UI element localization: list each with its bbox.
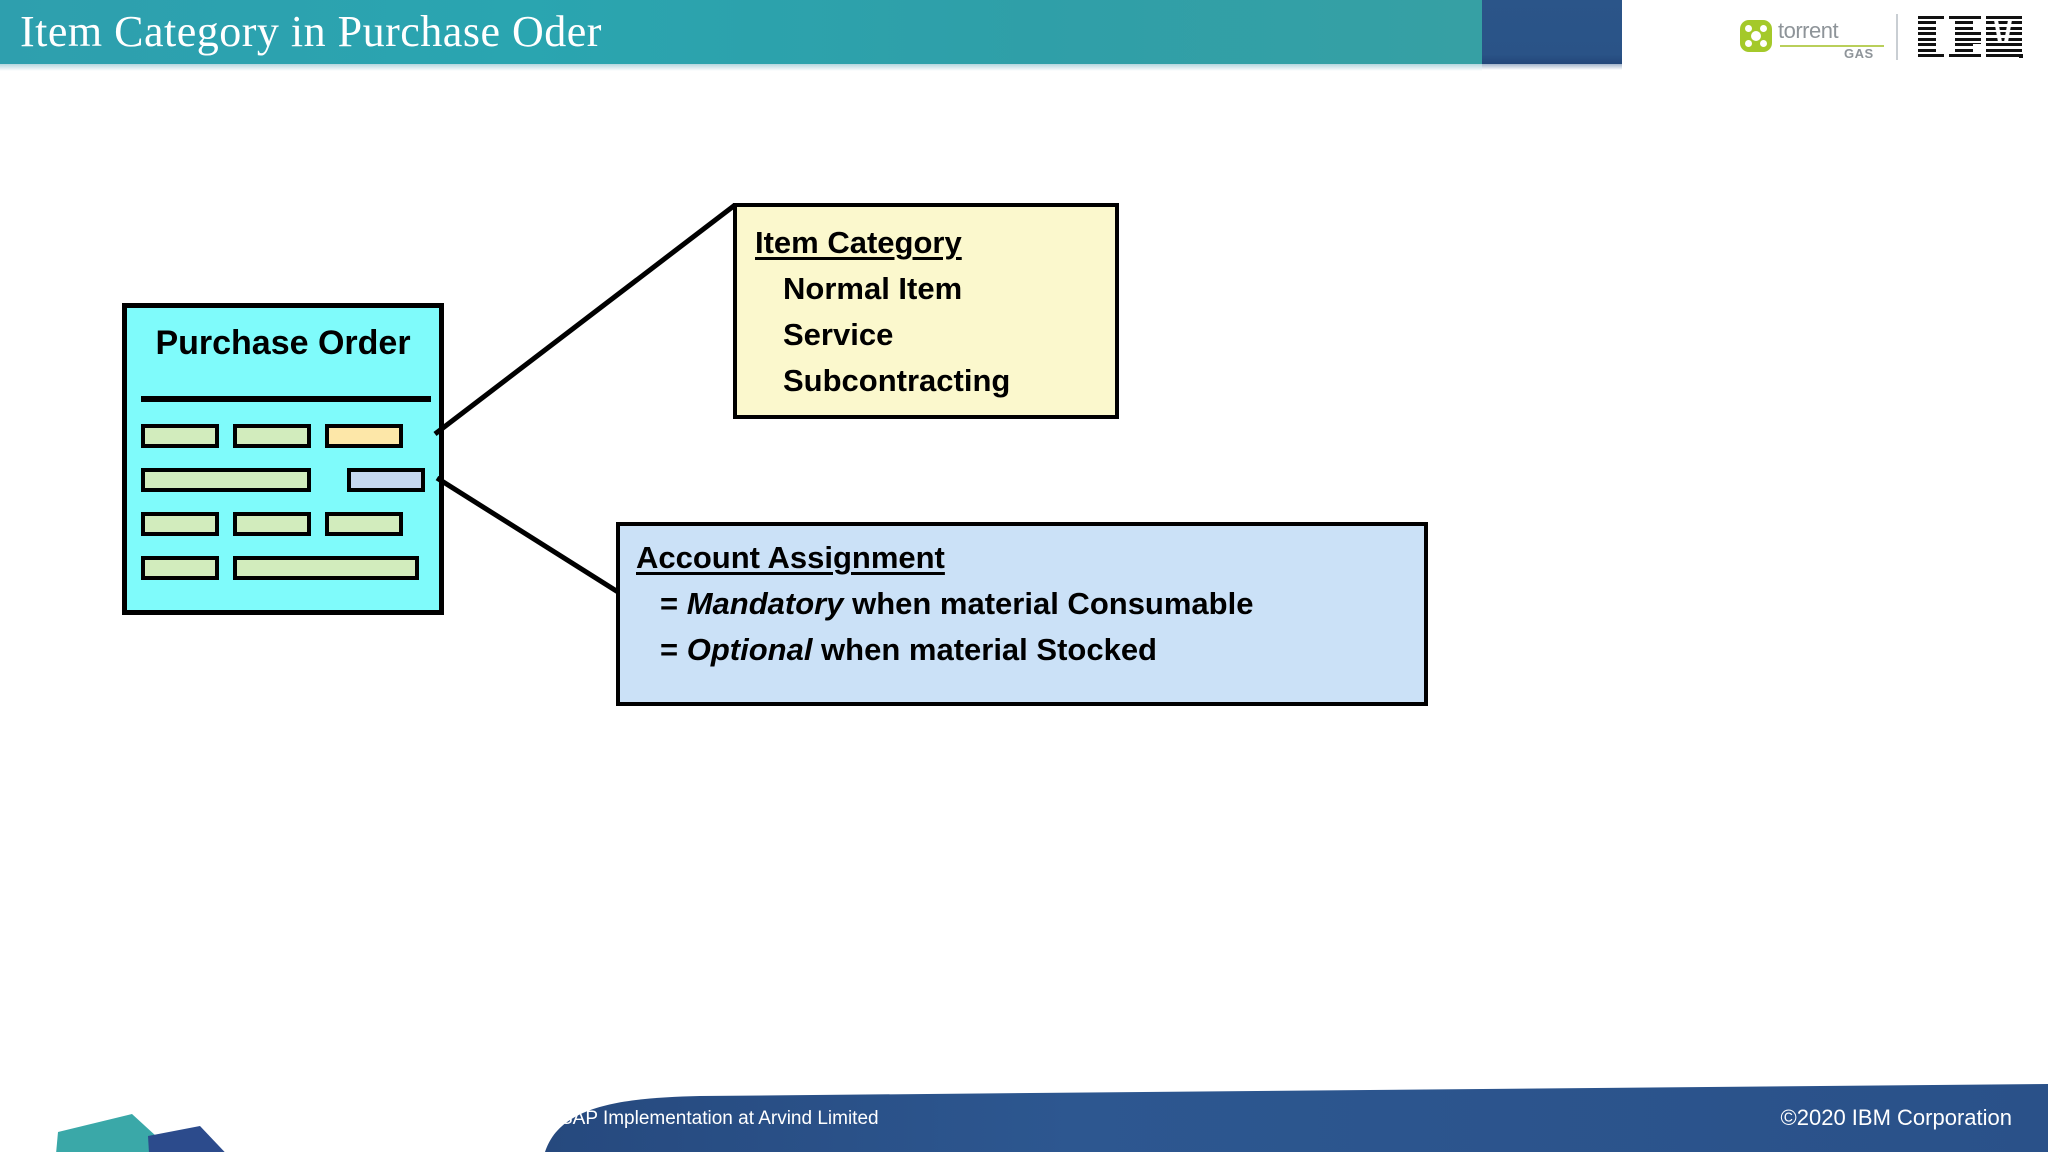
account-assignment-callout: Account Assignment = Mandatory when mate…	[616, 522, 1428, 706]
item-category-heading: Item Category	[755, 225, 962, 260]
account-assignment-rule: = Optional when material Stocked	[660, 632, 1157, 668]
footer: SAP Implementation at Arvind Limited ©20…	[0, 1080, 2048, 1152]
po-field	[141, 556, 219, 580]
item-category-option: Normal Item	[783, 271, 963, 306]
rule-rest: when material Stocked	[812, 632, 1157, 667]
logo-divider	[1896, 14, 1898, 60]
torrent-wordmark: torrent	[1778, 18, 1839, 43]
item-category-option: Service	[783, 317, 894, 352]
torrent-mark-icon	[1740, 20, 1772, 52]
rule-prefix: =	[660, 632, 687, 667]
torrent-rule	[1780, 45, 1884, 47]
account-assignment-heading: Account Assignment	[636, 540, 945, 575]
rule-emphasis: Mandatory	[686, 586, 844, 621]
item-category-callout: Item Category Normal Item Service Subcon…	[733, 203, 1119, 419]
item-category-option: Subcontracting	[783, 363, 1011, 398]
footer-shape-teal	[56, 1114, 174, 1152]
purchase-order-divider	[141, 396, 431, 402]
table-row	[141, 468, 435, 492]
header-blue-block	[1482, 0, 1622, 64]
table-row	[141, 424, 435, 448]
table-row	[141, 556, 435, 580]
rule-emphasis: Optional	[686, 632, 813, 667]
footer-band-shape	[545, 1084, 2048, 1152]
rule-prefix: =	[660, 586, 687, 621]
header-teal-bar	[0, 0, 1482, 64]
torrent-gas-logo-icon: torrent GAS	[1740, 14, 1888, 62]
table-row	[141, 512, 435, 536]
po-field	[141, 424, 219, 448]
ibm-trademark-dot	[2019, 54, 2023, 58]
footer-shape-blue	[148, 1126, 225, 1152]
purchase-order-field-rows	[141, 424, 435, 600]
header-blue-shadow	[1482, 64, 1622, 70]
po-field-item-category	[325, 424, 403, 448]
connector-item-category	[433, 203, 737, 436]
header-teal-shadow	[0, 64, 1482, 71]
torrent-gas-label: GAS	[1844, 46, 1874, 61]
po-field	[141, 468, 311, 492]
ibm-logo-icon	[1918, 16, 2023, 58]
footer-right-text: ©2020 IBM Corporation	[1780, 1105, 2012, 1130]
po-field	[233, 556, 419, 580]
po-field-account-assignment	[347, 468, 425, 492]
connector-account-assignment	[435, 475, 620, 595]
purchase-order-box: Purchase Order	[122, 303, 444, 615]
po-field	[325, 512, 403, 536]
account-assignment-rule: = Mandatory when material Consumable	[660, 586, 1253, 622]
footer-left-text: SAP Implementation at Arvind Limited	[560, 1108, 879, 1129]
page-title: Item Category in Purchase Oder	[20, 7, 602, 56]
po-field	[233, 512, 311, 536]
purchase-order-title: Purchase Order	[155, 324, 411, 362]
po-field	[141, 512, 219, 536]
rule-rest: when material Consumable	[843, 586, 1254, 621]
po-field	[233, 424, 311, 448]
